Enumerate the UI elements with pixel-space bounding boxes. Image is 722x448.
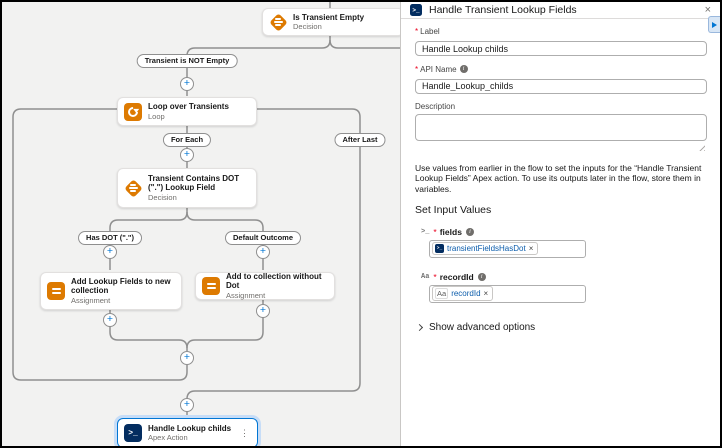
add-element-button[interactable]: + xyxy=(256,245,270,259)
apex-type-icon: >_ xyxy=(435,244,444,254)
node-menu-icon[interactable]: ⋮ xyxy=(240,427,249,438)
connector-lines xyxy=(12,2,400,418)
pill-remove-icon[interactable]: × xyxy=(528,244,534,254)
text-type-icon: Aa xyxy=(435,288,449,300)
input-row-fields: >_ * fields i >_ transientFieldsHasDot × xyxy=(421,227,706,258)
add-element-button[interactable]: + xyxy=(180,148,194,162)
popout-arrow-icon xyxy=(712,21,720,28)
description-textarea[interactable] xyxy=(415,113,707,141)
node-title: Add Lookup Fields to new collection xyxy=(71,276,171,296)
show-advanced-options-toggle[interactable]: Show advanced options xyxy=(415,322,706,333)
decision-icon xyxy=(124,179,142,197)
add-element-button[interactable]: + xyxy=(103,313,117,327)
api-name-input[interactable] xyxy=(415,78,707,94)
panel-header: >_ Handle Transient Lookup Fields × xyxy=(401,2,720,19)
node-add-without-dot[interactable]: Add to collection without Dot Assignment xyxy=(195,272,335,300)
node-subtitle: Assignment xyxy=(226,290,266,300)
apex-action-icon: >_ xyxy=(124,424,142,442)
help-text: Use values from earlier in the flow to s… xyxy=(415,162,702,195)
close-icon[interactable]: × xyxy=(704,3,711,16)
assignment-icon xyxy=(202,277,220,295)
node-title: Handle Lookup childs xyxy=(148,423,232,433)
info-icon[interactable]: i xyxy=(465,227,474,236)
node-subtitle: Decision xyxy=(148,192,177,202)
pill-label: transientFieldsHasDot xyxy=(447,244,526,254)
recordid-value-input[interactable]: Aa recordId × xyxy=(429,284,586,303)
branch-label-default-outcome: Default Outcome xyxy=(224,231,302,246)
resource-pill-transientFieldsHasDot[interactable]: >_ transientFieldsHasDot × xyxy=(432,242,539,256)
node-add-lookup-fields[interactable]: Add Lookup Fields to new collection Assi… xyxy=(40,272,182,310)
node-handle-lookup-childs[interactable]: >_ Handle Lookup childs Apex Action ⋮ xyxy=(117,418,258,446)
textarea-resize-handle[interactable] xyxy=(698,144,705,151)
node-is-transient-empty[interactable]: Is Transient Empty Decision xyxy=(262,8,400,36)
label-field-label: *Label xyxy=(415,27,440,36)
flow-canvas[interactable]: Is Transient Empty Decision Loop over Tr… xyxy=(2,2,400,446)
apex-type-icon: >_ xyxy=(421,227,430,236)
panel-title: Handle Transient Lookup Fields xyxy=(429,4,577,16)
resource-pill-recordid[interactable]: Aa recordId × xyxy=(432,286,494,302)
node-title: Transient Contains DOT (".") Lookup Fiel… xyxy=(148,173,240,193)
add-element-button[interactable]: + xyxy=(103,245,117,259)
fields-value-input[interactable]: >_ transientFieldsHasDot × xyxy=(429,239,586,258)
api-name-field-label: *API Name i xyxy=(415,65,706,75)
add-element-button[interactable]: + xyxy=(180,77,194,91)
panel-popout-button[interactable] xyxy=(708,16,720,33)
branch-label-has-dot: Has DOT (".") xyxy=(78,231,142,246)
node-title: Loop over Transients xyxy=(148,102,229,112)
info-icon[interactable]: i xyxy=(477,272,486,281)
branch-label-for-each: For Each xyxy=(162,133,212,148)
input-name: fields xyxy=(439,226,462,237)
loop-icon xyxy=(124,102,142,121)
label-input[interactable] xyxy=(415,41,707,57)
add-element-button[interactable]: + xyxy=(256,304,270,318)
info-icon[interactable]: i xyxy=(459,65,468,74)
node-transient-contains-dot[interactable]: Transient Contains DOT (".") Lookup Fiel… xyxy=(117,168,257,208)
apex-action-icon: >_ xyxy=(410,4,422,16)
branch-label-not-empty: Transient is NOT Empty xyxy=(136,54,238,69)
node-subtitle: Loop xyxy=(148,111,165,121)
input-name: recordId xyxy=(439,271,474,282)
node-title: Add to collection without Dot xyxy=(226,271,322,291)
chevron-right-icon xyxy=(415,323,424,331)
apex-action-property-panel: >_ Handle Transient Lookup Fields × *Lab… xyxy=(400,2,720,446)
node-subtitle: Apex Action xyxy=(148,433,188,443)
assignment-icon xyxy=(47,282,65,300)
text-type-icon: Aa xyxy=(421,272,430,281)
add-element-button[interactable]: + xyxy=(180,398,194,412)
branch-label-after-last: After Last xyxy=(334,133,386,148)
node-loop-over-transients[interactable]: Loop over Transients Loop xyxy=(117,97,257,126)
decision-icon xyxy=(269,13,287,31)
add-element-button[interactable]: + xyxy=(180,351,194,365)
description-field-label: Description xyxy=(415,102,456,112)
advanced-toggle-label: Show advanced options xyxy=(429,321,536,333)
set-input-values-heading: Set Input Values xyxy=(415,203,492,216)
node-subtitle: Assignment xyxy=(71,295,111,305)
node-title: Is Transient Empty xyxy=(293,12,365,22)
input-row-recordid: Aa * recordId i Aa recordId × xyxy=(421,272,706,303)
pill-remove-icon[interactable]: × xyxy=(483,289,489,299)
pill-label: recordId xyxy=(451,289,481,299)
node-subtitle: Decision xyxy=(293,22,322,32)
